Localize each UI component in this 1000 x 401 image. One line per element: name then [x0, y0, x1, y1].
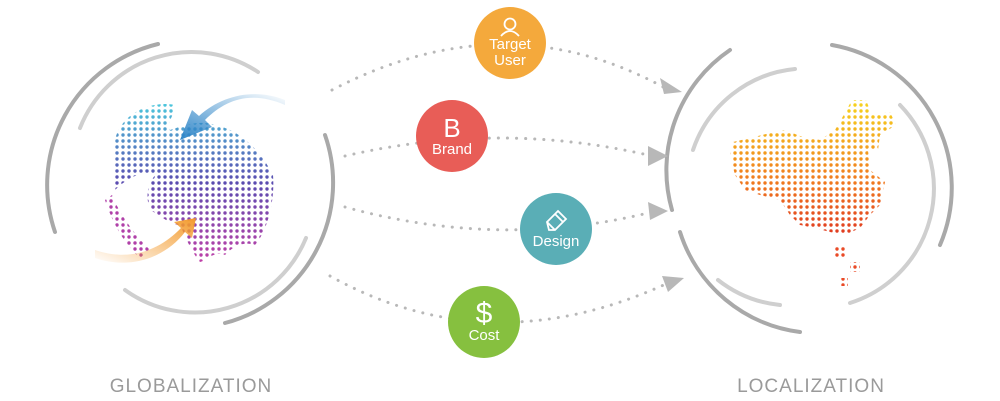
- arrowhead-icon: [662, 276, 684, 292]
- china-map-illustration: [730, 100, 896, 286]
- globe-illustration: [95, 94, 285, 263]
- localization-label: LOCALIZATION: [737, 376, 885, 397]
- globalization-label: GLOBALIZATION: [109, 376, 273, 397]
- factor-target-user: Target User: [474, 7, 546, 79]
- user-icon: [500, 17, 520, 37]
- arrowhead-icon: [648, 146, 668, 166]
- factor-cost: $ Cost: [448, 286, 520, 358]
- factor-label: Brand: [431, 141, 473, 158]
- factor-label: Cost: [468, 327, 500, 344]
- outbound-arrow-icon: [95, 218, 196, 263]
- arrowhead-icon: [660, 78, 682, 94]
- arrowhead-icon: [648, 202, 668, 220]
- arrowheads: [648, 78, 684, 292]
- dollar-icon: $: [475, 297, 493, 330]
- factor-brand: B Brand: [416, 100, 488, 172]
- factor-label: Target User: [489, 36, 531, 69]
- globalization-rings: [45, 42, 336, 325]
- connectors: [328, 43, 670, 324]
- factor-design: Design: [520, 193, 592, 265]
- factor-label: Design: [532, 233, 580, 250]
- pencil-icon: [546, 209, 568, 231]
- localization-rings: [664, 43, 954, 334]
- inbound-arrow-icon: [180, 94, 285, 140]
- letter-b-icon: B: [443, 113, 461, 143]
